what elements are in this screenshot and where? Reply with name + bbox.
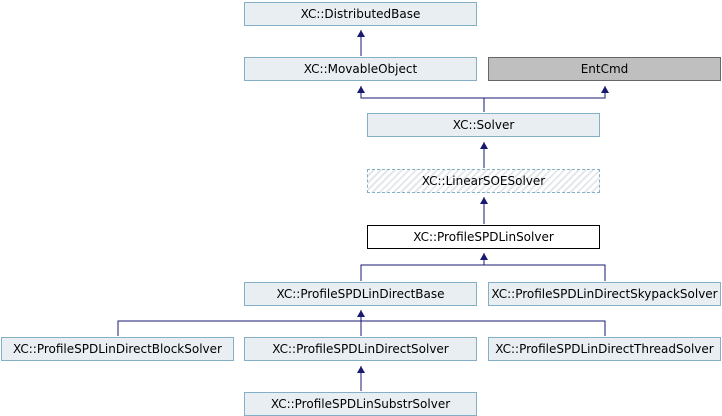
node-distributed-base[interactable]: XC::DistributedBase <box>244 2 477 26</box>
node-linear-soe-solver[interactable]: XC::LinearSOESolver <box>367 169 600 193</box>
node-ent-cmd: EntCmd <box>488 57 721 81</box>
node-profile-spd-lin-direct-solver[interactable]: XC::ProfileSPDLinDirectSolver <box>244 337 477 361</box>
edge-solver-to-movable <box>360 86 485 112</box>
arrowhead-entcmd <box>601 86 609 93</box>
arrowhead-linearsoe <box>480 197 488 204</box>
node-profile-spd-lin-substr-solver[interactable]: XC::ProfileSPDLinSubstrSolver <box>244 392 477 416</box>
node-profile-spd-lin-solver: XC::ProfileSPDLinSolver <box>367 225 600 249</box>
node-movable-object[interactable]: XC::MovableObject <box>244 57 477 81</box>
node-profile-spd-lin-direct-base[interactable]: XC::ProfileSPDLinDirectBase <box>244 282 477 306</box>
node-profile-spd-lin-direct-skypack-solver[interactable]: XC::ProfileSPDLinDirectSkypackSolver <box>488 282 721 306</box>
node-profile-spd-lin-direct-block-solver[interactable]: XC::ProfileSPDLinDirectBlockSolver <box>1 337 234 361</box>
edge-solver-to-entcmd <box>484 86 606 99</box>
arrowhead-movable <box>357 86 365 93</box>
edge-block-to-directbase <box>117 310 362 336</box>
arrowhead-profilespd <box>480 253 488 260</box>
edge-directbase-to-profilespd <box>360 253 485 281</box>
arrowhead-solver <box>480 142 488 149</box>
edge-thread-to-directbase <box>361 320 606 336</box>
node-profile-spd-lin-direct-thread-solver[interactable]: XC::ProfileSPDLinDirectThreadSolver <box>488 337 721 361</box>
arrowhead-distributed <box>357 30 365 37</box>
arrowhead-directbase <box>357 310 365 317</box>
edge-skypack-to-profilespd <box>484 264 606 281</box>
node-solver[interactable]: XC::Solver <box>367 113 600 137</box>
arrowhead-direct <box>357 366 365 373</box>
